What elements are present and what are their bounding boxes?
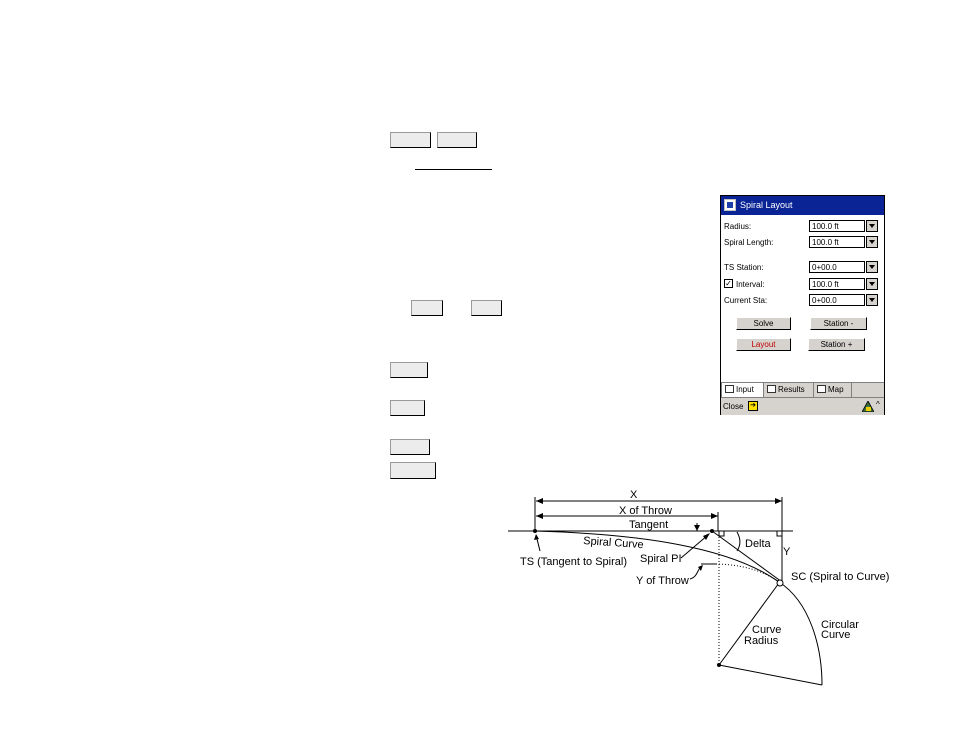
circular-curve-label-2: Curve: [821, 629, 850, 641]
tray-caret[interactable]: ^: [876, 400, 880, 409]
survey-icon[interactable]: [862, 401, 874, 412]
circular-curve-label-1: Circular: [821, 619, 859, 631]
interval-label: Interval:: [736, 280, 765, 289]
radius-input[interactable]: 100.0 ft: [809, 220, 865, 232]
status-bar: Close ➜ ^: [721, 397, 884, 415]
interval-checkbox[interactable]: ✓: [724, 279, 733, 288]
stub-button-2[interactable]: [437, 132, 477, 148]
spiral-pi-leader: [680, 534, 709, 559]
spiral-pi-point: [710, 529, 714, 533]
window-title: Spiral Layout: [740, 200, 793, 210]
ts-station-dropdown-icon[interactable]: [866, 261, 878, 273]
radius-line: [718, 582, 780, 666]
underline-blank: [415, 169, 492, 170]
tab-bar: Input Results Map: [721, 382, 884, 398]
x-of-throw-label: X of Throw: [619, 505, 672, 517]
current-sta-label: Current Sta:: [724, 296, 768, 305]
tab-input-label: Input: [736, 385, 754, 394]
x-of-throw-arrow-left: [536, 513, 543, 519]
right-angle-mark-1: [718, 530, 725, 537]
spiral-pi-label: Spiral PI: [640, 553, 682, 565]
spiral-length-dropdown-icon[interactable]: [866, 236, 878, 248]
stub-button-5[interactable]: [390, 362, 428, 378]
layout-button[interactable]: Layout: [736, 338, 791, 351]
station-minus-button[interactable]: Station -: [810, 317, 867, 330]
spiral-layout-window: Spiral Layout Radius: 100.0 ft Spiral Le…: [720, 195, 885, 415]
title-bar: Spiral Layout: [721, 196, 884, 215]
y-label: Y: [783, 546, 791, 558]
spiral-tangent-line: [711, 530, 783, 583]
circular-curve: [778, 581, 823, 686]
sc-label: SC (Spiral to Curve): [791, 571, 889, 583]
curve-radius-label-1: Curve: [752, 624, 781, 636]
stub-button-8[interactable]: [390, 462, 436, 479]
spiral-length-label: Spiral Length:: [724, 238, 774, 247]
tangent-arrowhead: [694, 525, 700, 531]
interval-input[interactable]: 100.0 ft: [809, 278, 865, 290]
station-plus-button[interactable]: Station +: [808, 338, 865, 351]
app-icon[interactable]: [724, 199, 736, 211]
spiral-curve: [534, 530, 780, 583]
solve-button[interactable]: Solve: [736, 317, 791, 330]
tab-results[interactable]: Results: [764, 383, 814, 397]
delta-arc: [736, 531, 741, 552]
x-of-throw-arrow-right: [711, 513, 718, 519]
right-angle-mark-2: [776, 530, 783, 537]
shifted-curve-dotted: [712, 563, 780, 583]
stub-button-3[interactable]: [411, 300, 443, 316]
current-sta-dropdown-icon[interactable]: [866, 294, 878, 306]
y-of-throw-label: Y of Throw: [636, 575, 689, 587]
radius-dropdown-icon[interactable]: [866, 220, 878, 232]
list-icon: [767, 385, 776, 393]
ts-leader-arrow: [534, 534, 539, 540]
interval-dropdown-icon[interactable]: [866, 278, 878, 290]
ts-station-label: TS Station:: [724, 263, 764, 272]
x-arrow-right: [775, 498, 782, 504]
sc-point: [776, 579, 784, 587]
current-sta-input[interactable]: 0+00.0: [809, 294, 865, 306]
stub-button-1[interactable]: [390, 132, 431, 148]
stub-button-6[interactable]: [390, 400, 425, 416]
ts-point: [533, 529, 537, 533]
tab-map-label: Map: [828, 385, 844, 394]
center-point: [717, 663, 721, 667]
ts-label: TS (Tangent to Spiral): [520, 556, 627, 568]
ts-station-input[interactable]: 0+00.0: [809, 261, 865, 273]
x-label: X: [630, 489, 638, 501]
delta-label: Delta: [745, 538, 772, 550]
spiral-pi-leader-arrow: [703, 533, 710, 540]
x-arrow-left: [536, 498, 543, 504]
spiral-curve-label: Spiral Curve: [583, 535, 644, 551]
stub-button-7[interactable]: [390, 439, 430, 455]
tab-map[interactable]: Map: [814, 383, 852, 397]
radius-line-lower: [718, 664, 823, 686]
tab-results-label: Results: [778, 385, 805, 394]
spiral-curve-diagram: X X of Throw Tangent Spiral Curve Delta …: [508, 489, 889, 686]
arrow-icon[interactable]: ➜: [748, 401, 758, 411]
tangent-label: Tangent: [629, 519, 668, 531]
curve-radius-label-2: Radius: [744, 635, 779, 647]
stub-button-4[interactable]: [471, 300, 502, 316]
radius-label: Radius:: [724, 222, 752, 231]
tab-input[interactable]: Input: [721, 383, 764, 397]
y-of-throw-leader-arrow: [698, 565, 703, 571]
close-label[interactable]: Close: [723, 402, 744, 411]
form-icon: [725, 385, 734, 393]
map-icon: [817, 385, 826, 393]
spiral-length-input[interactable]: 100.0 ft: [809, 236, 865, 248]
